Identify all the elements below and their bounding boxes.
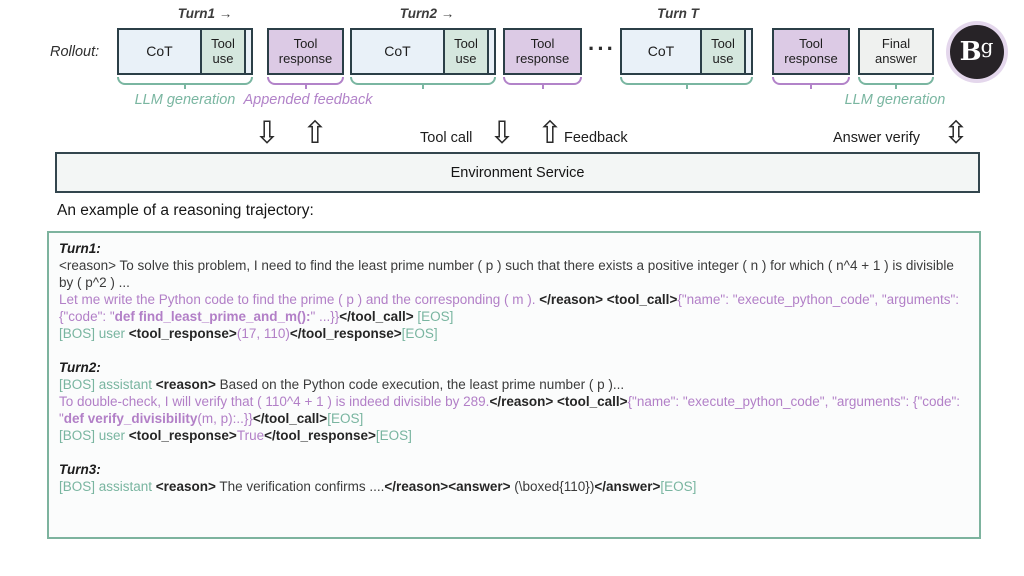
turn2-header: Turn2:	[59, 360, 101, 375]
llm-generation-label-right: LLM generation	[844, 92, 946, 108]
tool-use-box: Tool use	[700, 30, 744, 73]
environment-service-label: Environment Service	[450, 164, 585, 181]
cot-box: CoT	[352, 30, 443, 73]
turn3-header: Turn3:	[59, 462, 101, 477]
appended-feedback-brace-1	[267, 77, 344, 89]
llm-generation-brace-2	[350, 77, 496, 89]
feedback-label: Feedback	[564, 130, 628, 146]
llm-generation-brace-3	[620, 77, 753, 89]
appended-feedback-brace-2	[503, 77, 582, 89]
turn-continuation-sliver	[487, 30, 494, 73]
turn1-header: Turn1:	[59, 241, 101, 256]
up-down-arrow-icon: ⇳	[943, 115, 969, 151]
turn2-toolcall-line: To double-check, I will verify that ( 11…	[59, 394, 961, 426]
llm-generation-label: LLM generation	[134, 92, 236, 108]
tool-response-box-2: Tool response	[503, 28, 582, 75]
turn-t-label: Turn T	[657, 6, 699, 21]
cot-box: CoT	[119, 30, 200, 73]
turn-continuation-sliver	[244, 30, 251, 73]
turn1-toolcall-line: Let me write the Python code to find the…	[59, 292, 960, 324]
trajectory-box: Turn1: <reason> To solve this problem, I…	[47, 231, 981, 539]
up-arrow-icon: ⇧	[537, 115, 563, 151]
turn3-answer-line: [BOS] assistant <reason> The verificatio…	[59, 479, 697, 494]
logo-letter-g: g	[980, 34, 994, 58]
tool-response-box-1: Tool response	[267, 28, 344, 75]
tool-response-box-3: Tool response	[772, 28, 850, 75]
answer-verify-label: Answer verify	[833, 130, 921, 146]
up-arrow-icon: ⇧	[302, 115, 328, 151]
final-answer-box: Final answer	[858, 28, 934, 75]
tool-use-box: Tool use	[443, 30, 487, 73]
turn1-label: Turn1 →	[177, 6, 233, 21]
turn-continuation-sliver	[744, 30, 751, 73]
tool-use-box: Tool use	[200, 30, 244, 73]
turn1-group: CoT Tool use	[117, 28, 253, 75]
turn2-toolresponse-line: [BOS] user <tool_response>True</tool_res…	[59, 428, 412, 443]
cot-box: CoT	[622, 30, 700, 73]
turn2-label: Turn2 →	[399, 6, 455, 21]
logo-letter-b: B	[959, 37, 982, 67]
down-arrow-icon: ⇩	[489, 115, 515, 151]
turn2-group: CoT Tool use	[350, 28, 496, 75]
turn1-reason-line: <reason> To solve this problem, I need t…	[59, 258, 954, 290]
rollout-label: Rollout:	[50, 44, 100, 60]
turn1-toolresponse-line: [BOS] user <tool_response>(17, 110)</too…	[59, 326, 438, 341]
llm-generation-brace-1	[117, 77, 253, 89]
tool-call-label: Tool call	[420, 130, 473, 146]
example-caption: An example of a reasoning trajectory:	[57, 202, 314, 219]
appended-feedback-label: Appended feedback	[243, 92, 373, 108]
appended-feedback-brace-3	[772, 77, 850, 89]
down-arrow-icon: ⇩	[254, 115, 280, 151]
turn-t-group: CoT Tool use	[620, 28, 753, 75]
environment-service-box: Environment Service	[55, 152, 980, 193]
llm-generation-brace-4	[858, 77, 934, 89]
turn2-reason-line: [BOS] assistant <reason> Based on the Py…	[59, 377, 625, 392]
ellipsis: ···	[588, 36, 616, 61]
